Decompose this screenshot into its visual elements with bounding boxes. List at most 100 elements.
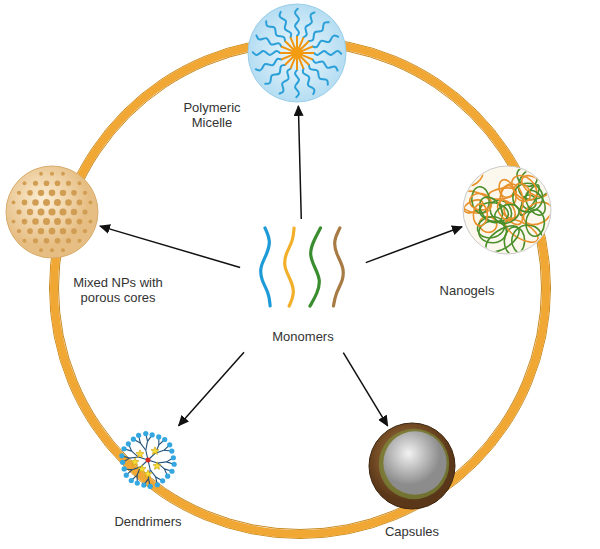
pore [17,229,21,233]
gel-strand [462,166,486,189]
terminal-group [136,433,141,438]
core-chain [299,58,304,69]
drug-star [151,447,159,455]
terminal-group [165,474,170,479]
pore [17,191,21,195]
core-chain [296,58,298,70]
drug-star [136,450,144,458]
terminal-group [150,432,155,437]
pore [60,190,66,196]
pore [59,208,66,215]
pore [12,220,16,224]
terminal-group [120,460,125,465]
polymer-chain [304,12,315,37]
pore [39,248,43,252]
terminal-group [156,434,161,439]
gel-strand [511,180,534,204]
terminal-group [121,446,126,451]
terminal-group [169,448,174,453]
pore [77,219,83,225]
monomer-group: Monomers [243,222,363,350]
pore [50,172,54,176]
micelle-core [291,47,303,59]
pore [12,200,16,204]
pore [23,239,27,243]
drug-star [153,462,161,470]
pore [61,172,65,176]
ring-band [54,42,546,534]
pore [66,238,71,243]
pore [71,228,77,234]
terminal-group [171,455,176,460]
pore [77,200,83,206]
nanogel-sphere [463,166,551,254]
pore [33,181,38,186]
polymer-chain [295,9,299,36]
core-chain [302,46,313,51]
pore [38,190,44,196]
polymer-chain [313,60,338,71]
polymer-chain [266,21,285,41]
polymer-chain [279,69,290,94]
monomer-strand [285,228,294,306]
drug-star [131,458,139,466]
pore [61,248,65,252]
pore [65,218,72,225]
node-label: Polymeric Micelle [174,100,250,130]
flow-arrow [100,226,240,267]
terminal-group [148,484,153,489]
dendron-branch [158,462,167,463]
monomer-illustration [243,222,363,317]
polymer-chain [314,51,341,55]
pore [55,180,61,186]
pore [22,219,28,225]
pore [37,208,44,215]
pore [43,199,50,206]
terminal-group [129,478,134,483]
terminal-group [131,437,136,442]
polymer-chain [309,22,329,41]
pore [78,239,82,243]
gel-strand [525,209,544,236]
gel-strand [506,219,549,255]
flow-arrow [343,353,387,426]
terminal-group [167,442,172,447]
gel-strand [473,204,488,227]
terminal-group [172,462,177,467]
node-label: Monomers [243,329,363,344]
polymer-chain [253,51,280,55]
terminal-group [135,480,140,485]
core-chain [290,37,295,48]
pore [83,191,87,195]
pore [54,218,61,225]
terminal-group [141,483,146,488]
flow-arrow [366,227,462,263]
core-chain [281,55,292,60]
node-label: Nanogels [422,283,512,298]
pore [54,199,61,206]
pore [38,228,44,234]
pore [27,190,33,196]
monomer-strand [310,228,320,306]
pore [44,180,50,186]
particle-illustration [5,165,99,259]
polymer-chain [309,65,328,85]
drug-star [138,465,146,473]
pore [22,200,28,206]
terminal-group [126,441,131,446]
pore [50,248,54,252]
terminal-group [169,469,174,474]
polymer-chain [313,36,338,48]
pore [78,181,82,185]
dendrimer-core [146,458,151,463]
pore [65,199,72,206]
capsule-shell [369,423,455,509]
pore [48,208,55,215]
pore [39,172,43,176]
pore [49,228,56,235]
polymer-chain [256,35,281,46]
particle-illustration [247,3,347,103]
nanoparticle-node: Mixed NPs with porous cores [5,165,99,259]
pore [71,209,77,215]
